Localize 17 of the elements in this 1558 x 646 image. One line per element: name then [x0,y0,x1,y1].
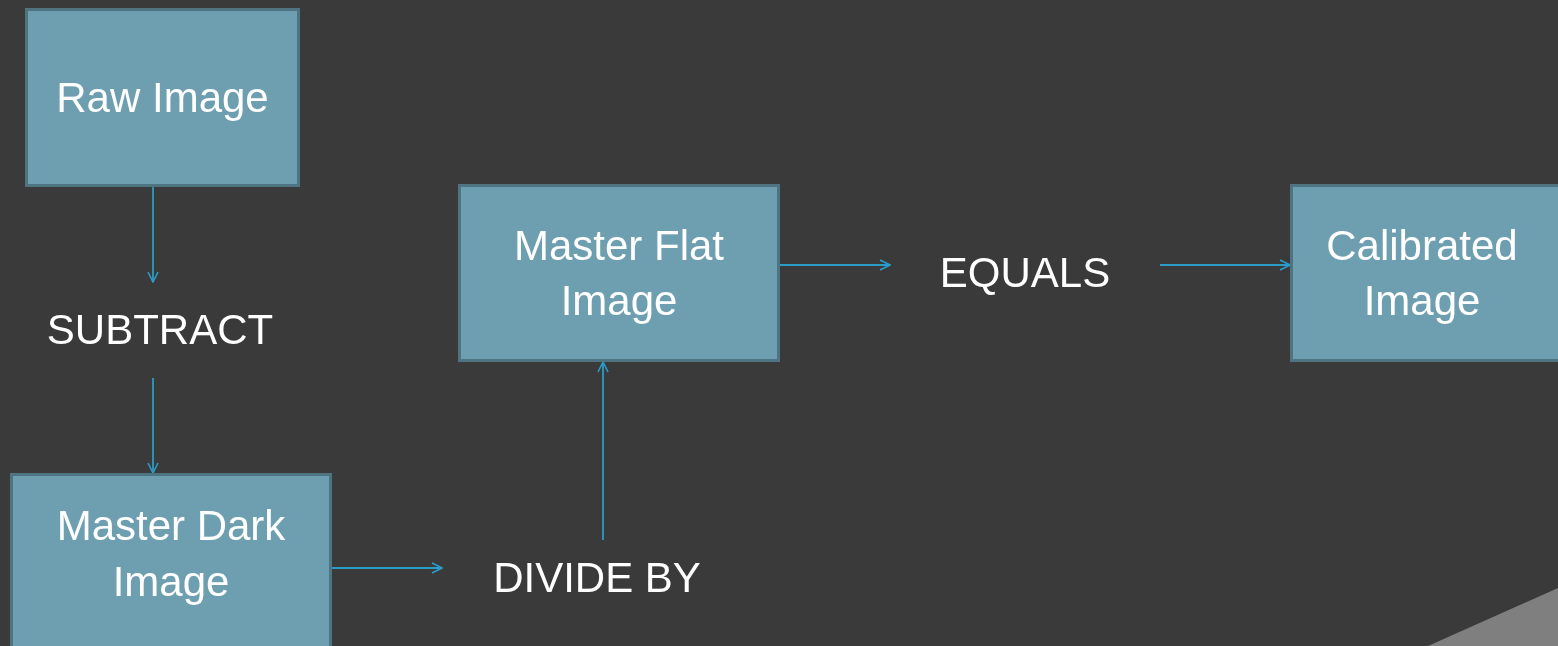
operation-label: DIVIDE BY [493,553,701,604]
arrow [147,186,159,283]
box-label: Raw Image [56,72,269,123]
box-label: Master Flat Image [512,220,725,326]
operation-label: SUBTRACT [46,305,274,356]
arrow [779,259,891,271]
box-label: Calibrated Image [1325,220,1519,326]
process-box [458,184,780,362]
arrow [1159,259,1291,271]
arrow [147,377,159,474]
arrow [597,361,609,541]
process-box [25,8,300,187]
process-box [1290,184,1558,362]
process-box [10,473,332,646]
arrow [331,562,443,574]
operation-label: EQUALS [939,248,1111,299]
box-label: Master Dark Image [55,501,287,607]
